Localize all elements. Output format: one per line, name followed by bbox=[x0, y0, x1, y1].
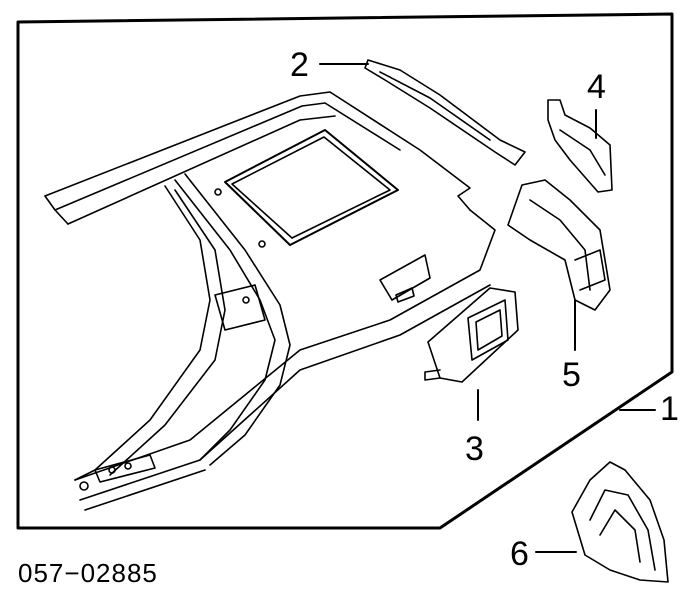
inner-bracket-part bbox=[424, 287, 519, 421]
callout-3: 3 bbox=[465, 430, 484, 468]
callout-5: 5 bbox=[562, 356, 581, 394]
quarter-panel-part bbox=[44, 91, 656, 511]
small-bracket-part bbox=[547, 99, 613, 193]
callout-6: 6 bbox=[510, 535, 529, 573]
wheel-liner-part bbox=[535, 461, 669, 583]
pillar-reinforcement-part bbox=[507, 179, 611, 351]
roof-rail-part bbox=[319, 59, 526, 166]
part-number-label: 057−02885 bbox=[18, 558, 158, 588]
callout-2: 2 bbox=[290, 46, 309, 84]
diagram-frame bbox=[16, 12, 674, 530]
callout-4: 4 bbox=[587, 68, 606, 106]
callout-1: 1 bbox=[660, 390, 679, 428]
